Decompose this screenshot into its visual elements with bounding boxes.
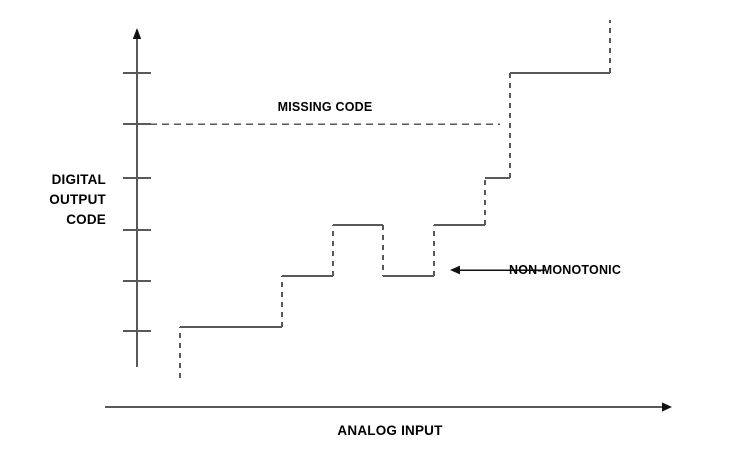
x-axis-title: ANALOG INPUT	[337, 423, 443, 438]
y-axis-title-line-2: CODE	[66, 212, 106, 227]
y-axis-title-line-1: OUTPUT	[49, 192, 106, 207]
x-axis-arrowhead	[662, 402, 672, 412]
y-axis-title-line-0: DIGITAL	[51, 172, 106, 187]
missing-code-label: MISSING CODE	[277, 100, 373, 114]
non-monotonic-arrow-group	[450, 265, 545, 275]
non-monotonic-arrowhead	[450, 265, 460, 275]
y-axis-ticks-group	[123, 72, 151, 332]
non-monotonic-label: NON-MONOTONIC	[509, 263, 622, 277]
y-axis-title: DIGITAL OUTPUT CODE	[14, 170, 106, 230]
staircase-curve-group	[179, 20, 611, 378]
axes-group	[105, 28, 672, 412]
y-axis-arrowhead	[132, 28, 142, 39]
